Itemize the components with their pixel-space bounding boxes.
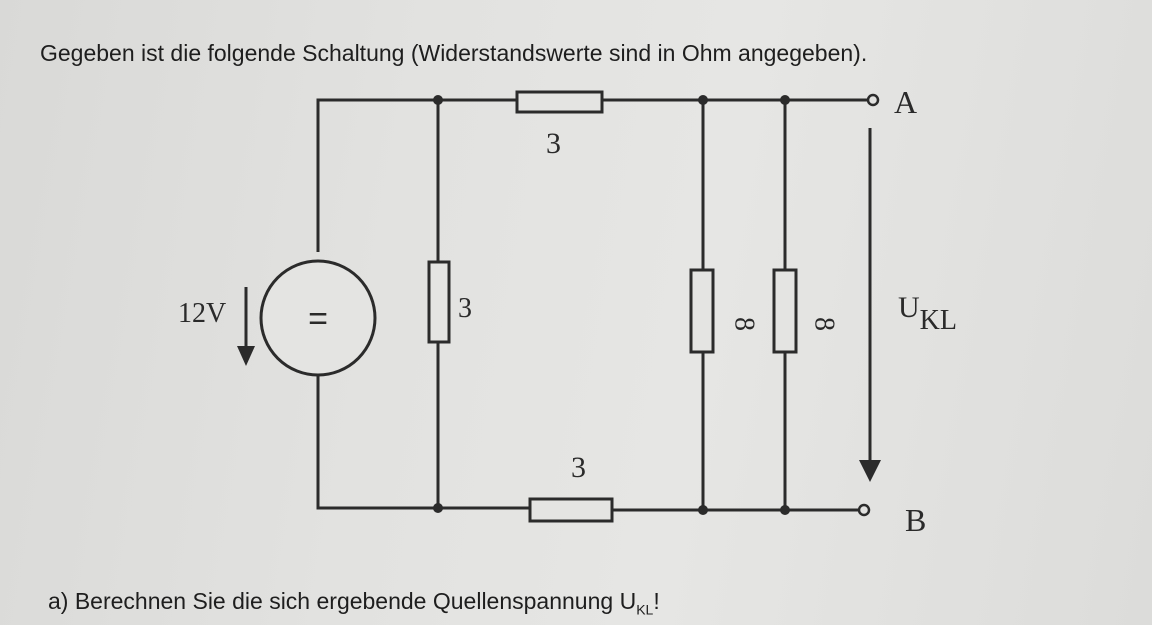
resistor-shunt-8a	[689, 268, 715, 354]
junction-dot	[433, 95, 443, 105]
question-end: !	[653, 588, 660, 614]
question-text: a) Berechnen Sie die sich ergebende Quel…	[48, 588, 660, 618]
output-voltage-main: U	[898, 291, 920, 324]
terminal-a	[866, 93, 880, 107]
junction-dot	[780, 95, 790, 105]
terminal-b-label: B	[905, 502, 926, 538]
junction-dot	[780, 505, 790, 515]
label-bottom-series: 3	[571, 451, 586, 484]
question-subscript: KL	[636, 601, 654, 618]
terminal-a-label: A	[894, 84, 917, 120]
source-voltage-label: 12V	[178, 298, 226, 329]
junction-dot	[698, 95, 708, 105]
output-voltage-label: UKL	[898, 291, 957, 336]
label-shunt-8a: 8	[729, 317, 760, 331]
source-voltage-arrow-icon	[237, 287, 255, 366]
output-voltage-sub: KL	[920, 305, 957, 336]
question-main: a) Berechnen Sie die sich ergebende Quel…	[48, 588, 637, 614]
label-shunt-left: 3	[458, 293, 472, 324]
resistor-shunt-left	[427, 260, 451, 344]
resistor-top-series	[515, 90, 604, 114]
terminal-b	[857, 503, 871, 517]
source-symbol: =	[308, 300, 328, 338]
junction-dots	[433, 95, 790, 515]
junction-dot	[698, 505, 708, 515]
label-top-series: 3	[546, 127, 561, 160]
wire-left-loop	[316, 98, 530, 510]
output-voltage-arrow-icon	[859, 128, 881, 482]
task-title: Gegeben ist die folgende Schaltung (Wide…	[40, 40, 868, 66]
resistor-shunt-8b	[772, 268, 798, 354]
junction-dot	[433, 503, 443, 513]
voltage-source	[259, 259, 377, 377]
resistor-bottom-series	[528, 497, 614, 523]
label-shunt-8b: 8	[809, 317, 840, 331]
